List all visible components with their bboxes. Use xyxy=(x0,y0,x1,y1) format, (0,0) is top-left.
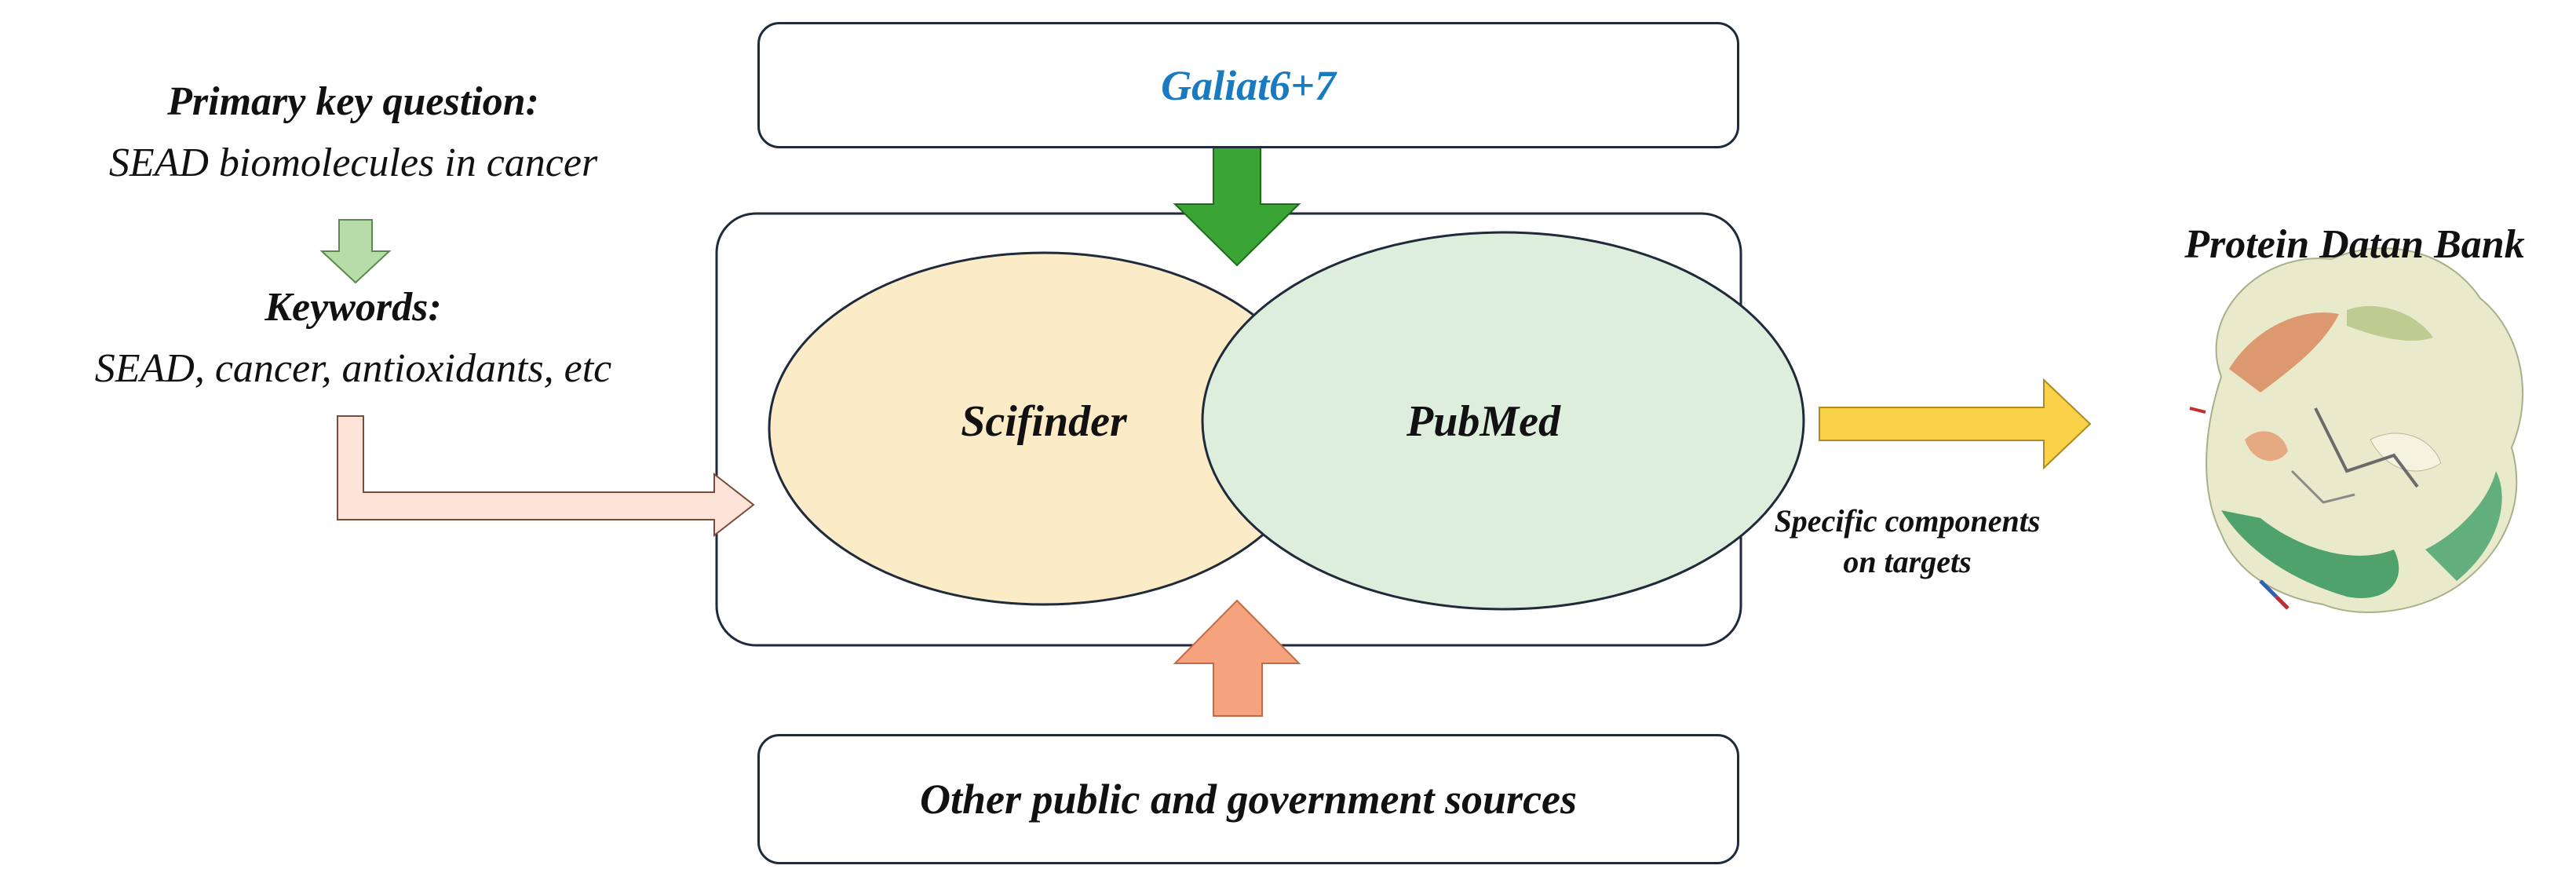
arrow-caption-line2: on targets xyxy=(1843,544,1972,579)
pubmed-label: PubMed xyxy=(1407,397,1560,446)
pubmed-oval xyxy=(1201,231,1805,611)
primary-question-title: Primary key question: xyxy=(167,79,539,124)
protein-bank-title: Protein Datan Bank xyxy=(2184,222,2525,267)
pink-l-arrow xyxy=(337,415,755,538)
other-sources-label: Other public and government sources xyxy=(919,776,1578,823)
keywords-text: SEAD, cancer, antioxidants, etc xyxy=(94,346,612,391)
protein-surface-icon xyxy=(2189,247,2524,613)
orange-up-arrow xyxy=(1173,599,1301,717)
galiat-label: Galiat6+7 xyxy=(1161,61,1336,109)
scifinder-label: Scifinder xyxy=(961,397,1127,446)
arrow-caption-line1: Specific components xyxy=(1774,503,2041,539)
galiat-box: Galiat6+7 xyxy=(757,22,1739,148)
other-sources-box: Other public and government sources xyxy=(757,734,1739,864)
light-green-down-arrow xyxy=(319,219,392,284)
yellow-right-arrow xyxy=(1819,378,2092,470)
keywords-title: Keywords: xyxy=(265,285,442,330)
primary-question-text: SEAD biomolecules in cancer xyxy=(108,141,598,185)
